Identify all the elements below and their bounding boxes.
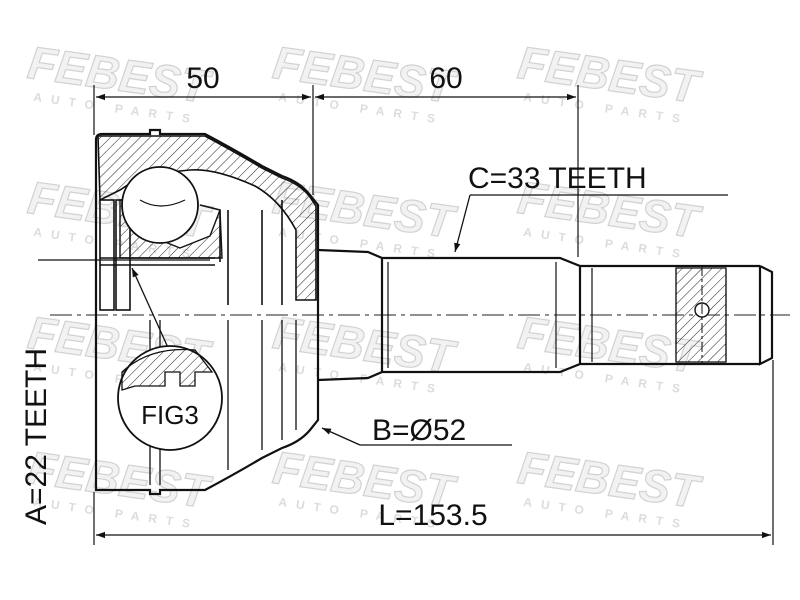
outer-race-upper-outline: [94, 128, 320, 315]
watermark: FEBEST AUTO PARTS: [514, 170, 706, 262]
watermark: FEBEST AUTO PARTS: [514, 35, 706, 127]
fig3-detail-hatch: [121, 348, 214, 391]
outer-race: [94, 128, 320, 496]
outer-race-lower-outline: [94, 315, 320, 496]
dimension-label-50: 50: [186, 62, 219, 95]
fig3-leader: [131, 267, 171, 353]
fig3-label: FIG3: [141, 400, 199, 430]
dimension-top: [93, 85, 579, 257]
label-length: L=153.5: [378, 499, 487, 532]
shaft-neck: [317, 248, 384, 382]
dimension-label-60: 60: [429, 62, 462, 95]
watermark: FEBEST AUTO PARTS: [514, 440, 706, 532]
label-a-teeth: A=22 TEETH: [20, 348, 53, 525]
label-b-diameter: B=Ø52: [372, 414, 466, 447]
label-c-teeth: C=33 TEETH: [468, 162, 647, 195]
shaft: [317, 248, 774, 382]
shaft-spline-section: [382, 256, 582, 374]
ball-contour: [139, 199, 186, 207]
dimension-length: [93, 360, 774, 545]
watermark: FEBEST AUTO PARTS: [269, 305, 461, 397]
leader-b-diameter: [321, 427, 361, 446]
shaft-end: [758, 265, 774, 366]
inner-race-left-rib: [99, 199, 115, 311]
watermark-grid: FEBEST AUTO PARTS FEBEST AUTO PARTS FEBE…: [24, 35, 706, 532]
leader-c-teeth: [454, 194, 471, 253]
joint-ball: [121, 166, 199, 244]
